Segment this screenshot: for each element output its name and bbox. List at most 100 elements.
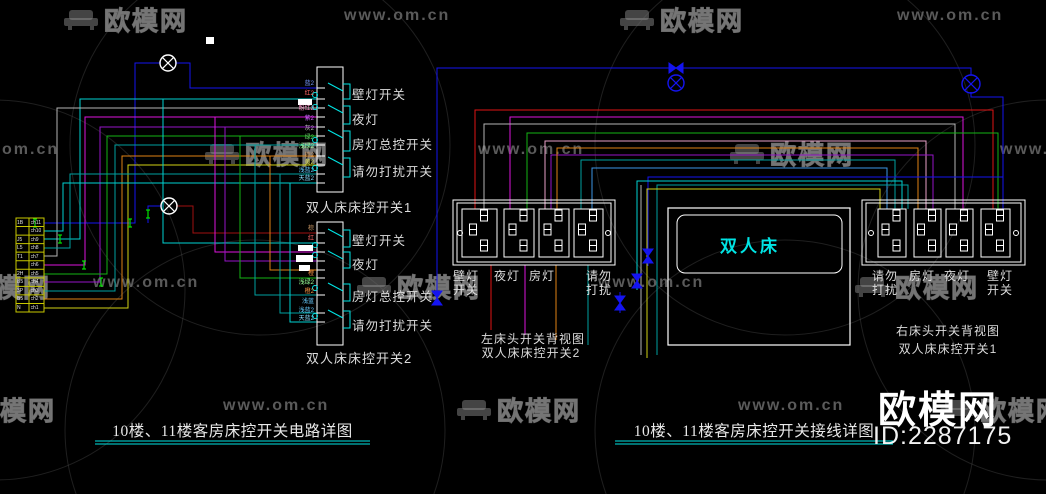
terminal-pin-label: T1 bbox=[17, 253, 23, 260]
switch-bracket bbox=[343, 251, 351, 269]
bed-label: 双人床 bbox=[720, 237, 780, 256]
terminal-pin-label: 1B bbox=[17, 219, 24, 226]
watermark-url-text: www.om.cn bbox=[223, 397, 330, 414]
switch-row-label: 夜灯 bbox=[352, 113, 380, 127]
switch-row-label: 房灯总控开关 bbox=[352, 290, 434, 304]
connector-symbol bbox=[614, 295, 626, 311]
blank-label bbox=[298, 245, 313, 251]
terminal-dot bbox=[312, 137, 318, 143]
wire-color-tag: 灰2 bbox=[304, 126, 314, 132]
switch-row-label: 壁灯开关 bbox=[352, 88, 407, 102]
module-label: 夜灯 bbox=[493, 269, 520, 283]
watermark-circle bbox=[594, 0, 976, 336]
wire bbox=[44, 126, 322, 283]
left-panel-caption-1: 左床头开关背视图 bbox=[480, 332, 585, 346]
wire-color-tag: 棕 bbox=[307, 226, 314, 232]
terminal-pin-label: 2H bbox=[17, 270, 24, 277]
switch-module bbox=[980, 208, 1011, 258]
wire bbox=[544, 140, 927, 209]
bed-headboard bbox=[676, 214, 843, 274]
wire bbox=[254, 145, 322, 296]
switch-bracket bbox=[343, 310, 351, 329]
terminal-dot bbox=[312, 165, 318, 171]
terminal-pin-label: B5 bbox=[17, 296, 24, 303]
right-diagram-title: 10楼、11楼客房床控开关接线详图 bbox=[633, 423, 875, 440]
lamp-symbol bbox=[162, 199, 176, 213]
wire bbox=[214, 117, 322, 253]
sofa-icon bbox=[64, 9, 98, 30]
watermark-brand-text: 欧模网 bbox=[0, 396, 57, 427]
wire-color-tag: 黄2 bbox=[304, 160, 314, 166]
blank-label bbox=[206, 37, 214, 44]
lamp-symbol bbox=[961, 74, 981, 94]
wire-color-tag: 浅绿2 bbox=[298, 144, 314, 150]
wire-color-tag: 紫2 bbox=[304, 116, 314, 122]
panel2-caption: 双人床床控开关2 bbox=[306, 351, 413, 366]
module-label: 打扰 bbox=[585, 283, 612, 297]
switch-bracket bbox=[343, 105, 351, 125]
module-label: 夜灯 bbox=[943, 269, 970, 283]
site-logo: 欧模网 bbox=[878, 390, 999, 432]
terminal-channel-label: ch3 bbox=[30, 287, 39, 294]
wire bbox=[44, 155, 322, 300]
switch-bracket bbox=[343, 283, 351, 302]
wire-color-tag: 天蓝2 bbox=[298, 176, 314, 182]
terminal-dot bbox=[312, 104, 318, 110]
terminal-pin-label: L5 bbox=[17, 245, 23, 252]
watermark-brand-text: 欧模网 bbox=[103, 6, 189, 37]
mounting-hole bbox=[457, 230, 463, 236]
wire bbox=[44, 182, 322, 232]
wire bbox=[44, 173, 322, 249]
watermark-logo: 欧模网 bbox=[618, 1, 744, 38]
switch-bracket bbox=[343, 130, 351, 152]
module-label: 开关 bbox=[452, 283, 479, 297]
watermark-circle bbox=[0, 99, 186, 481]
connector-symbol bbox=[668, 62, 684, 74]
blank-label bbox=[299, 265, 310, 271]
watermark-url-text: om.cn bbox=[2, 141, 60, 158]
wire bbox=[44, 107, 322, 257]
watermark-url-text: www. bbox=[1000, 141, 1046, 158]
switch-module bbox=[538, 208, 570, 258]
wire bbox=[289, 183, 322, 323]
module-label: 房灯 bbox=[908, 269, 935, 283]
watermark-logo: 欧模网 bbox=[853, 268, 979, 305]
module-label: 房灯 bbox=[528, 269, 555, 283]
wire bbox=[550, 154, 934, 209]
module-label: 壁灯 bbox=[452, 269, 479, 283]
watermark-brand-text: 欧模网 bbox=[396, 273, 482, 304]
right-panel-caption-1: 右床头开关背视图 bbox=[895, 324, 1000, 338]
switch-module bbox=[573, 208, 604, 258]
lamp-symbol bbox=[159, 54, 177, 72]
wire bbox=[556, 147, 919, 209]
wire-color-tag: 橙 bbox=[307, 271, 314, 277]
terminal-channel-label: ch6 bbox=[30, 262, 39, 269]
sofa-icon bbox=[620, 9, 654, 30]
watermark-url-text: www.om.cn bbox=[897, 7, 1004, 24]
terminal-channel-label: ch2 bbox=[30, 296, 39, 303]
left-switch-panel bbox=[456, 202, 612, 263]
sofa-icon bbox=[940, 399, 974, 420]
module-label: 开关 bbox=[986, 283, 1013, 297]
terminal-dot bbox=[312, 92, 318, 98]
wire-color-tag: 浅蓝2 bbox=[298, 308, 314, 314]
switch-lever bbox=[327, 156, 344, 166]
watermark-url-text: www.om.cn bbox=[598, 274, 705, 291]
blank-label bbox=[298, 99, 312, 105]
wire bbox=[279, 174, 322, 314]
wire bbox=[44, 116, 322, 266]
wire bbox=[44, 98, 322, 240]
connector-symbol bbox=[642, 248, 654, 264]
wire bbox=[176, 205, 322, 234]
watermark-url-text: www.om.cn bbox=[478, 141, 585, 158]
wire-color-tag: 浅绿2 bbox=[298, 280, 314, 286]
watermark-logo: 欧模网 bbox=[355, 268, 481, 305]
right-switch-panel bbox=[865, 202, 1022, 263]
switch-module bbox=[945, 208, 974, 258]
module-label: 壁灯 bbox=[986, 269, 1013, 283]
terminal-pin-label: 3P bbox=[17, 287, 24, 294]
wire bbox=[239, 136, 322, 279]
terminal-channel-label: ch11 bbox=[30, 219, 41, 226]
terminal-channel-label: ch1 bbox=[30, 304, 39, 311]
